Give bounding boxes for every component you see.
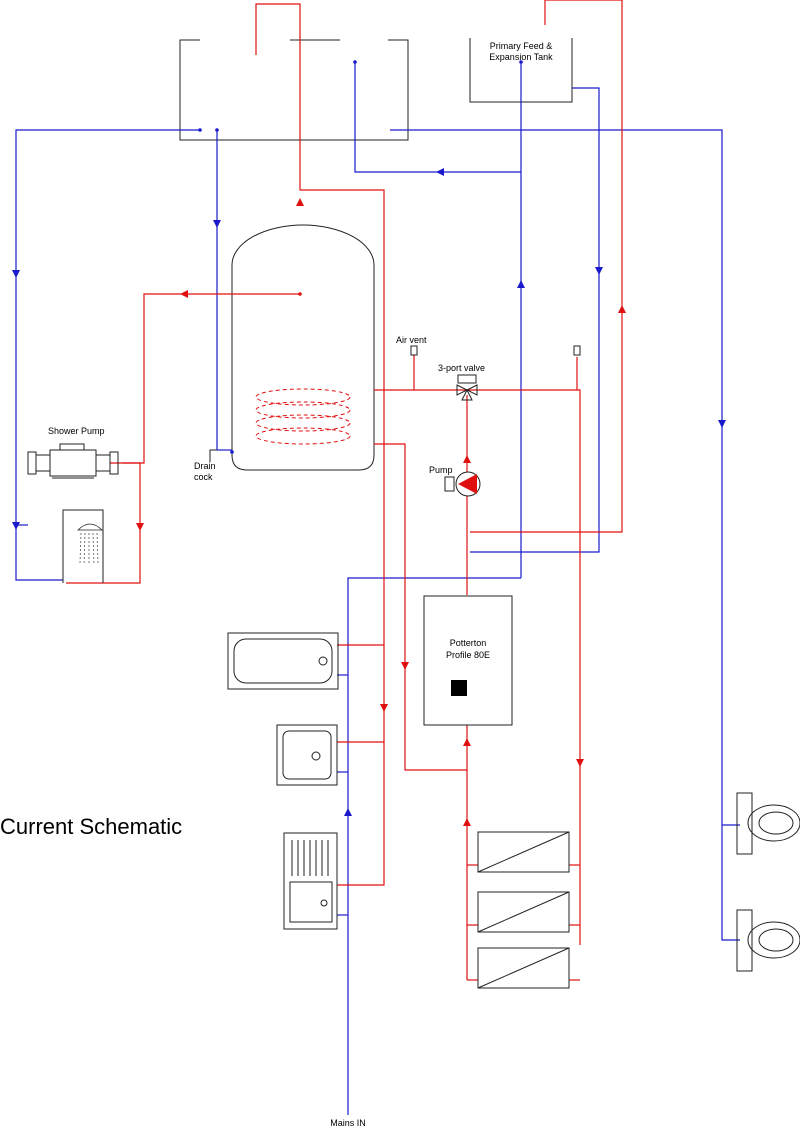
- toilet-icon: [736, 792, 800, 855]
- air-vent: Air vent: [396, 335, 581, 356]
- heating-coil: [255, 388, 351, 445]
- three-port-valve: 3-port valve: [438, 363, 485, 401]
- radiator: [477, 947, 570, 989]
- radiator: [477, 891, 570, 933]
- kitchen-sink-icon: [283, 832, 338, 930]
- valve-label: 3-port valve: [438, 363, 485, 373]
- air-vent-label: Air vent: [396, 335, 427, 345]
- shower-pump: Shower Pump: [27, 426, 119, 479]
- drain-cock: Drain cock: [194, 449, 217, 482]
- tank-label: Primary Feed &: [490, 41, 553, 51]
- connection-dots: [198, 60, 523, 454]
- drain-label-2: cock: [194, 472, 213, 482]
- radiator: [477, 831, 570, 873]
- flow-arrows: [12, 168, 726, 826]
- shower-icon: [62, 509, 104, 583]
- boiler-label-2: Profile 80E: [446, 650, 490, 660]
- diagram-title: Current Schematic: [0, 814, 182, 839]
- basin-icon: [276, 724, 338, 786]
- bath-icon: [227, 632, 339, 690]
- circulating-pump: Pump: [429, 465, 481, 497]
- boiler: Potterton Profile 80E: [423, 595, 513, 726]
- tank-label-2: Expansion Tank: [489, 52, 553, 62]
- mains-label: Mains IN: [330, 1118, 366, 1128]
- hot-pipework: [66, 0, 623, 981]
- pump-label: Pump: [429, 465, 453, 475]
- drain-label: Drain: [194, 461, 216, 471]
- cold-water-tank: [179, 39, 409, 141]
- cold-pipework: [15, 62, 740, 1115]
- shower-pump-label: Shower Pump: [48, 426, 105, 436]
- boiler-label: Potterton: [450, 638, 487, 648]
- hot-water-cylinder: [231, 224, 375, 471]
- radiators: [477, 831, 570, 989]
- toilet-icon: [736, 909, 800, 972]
